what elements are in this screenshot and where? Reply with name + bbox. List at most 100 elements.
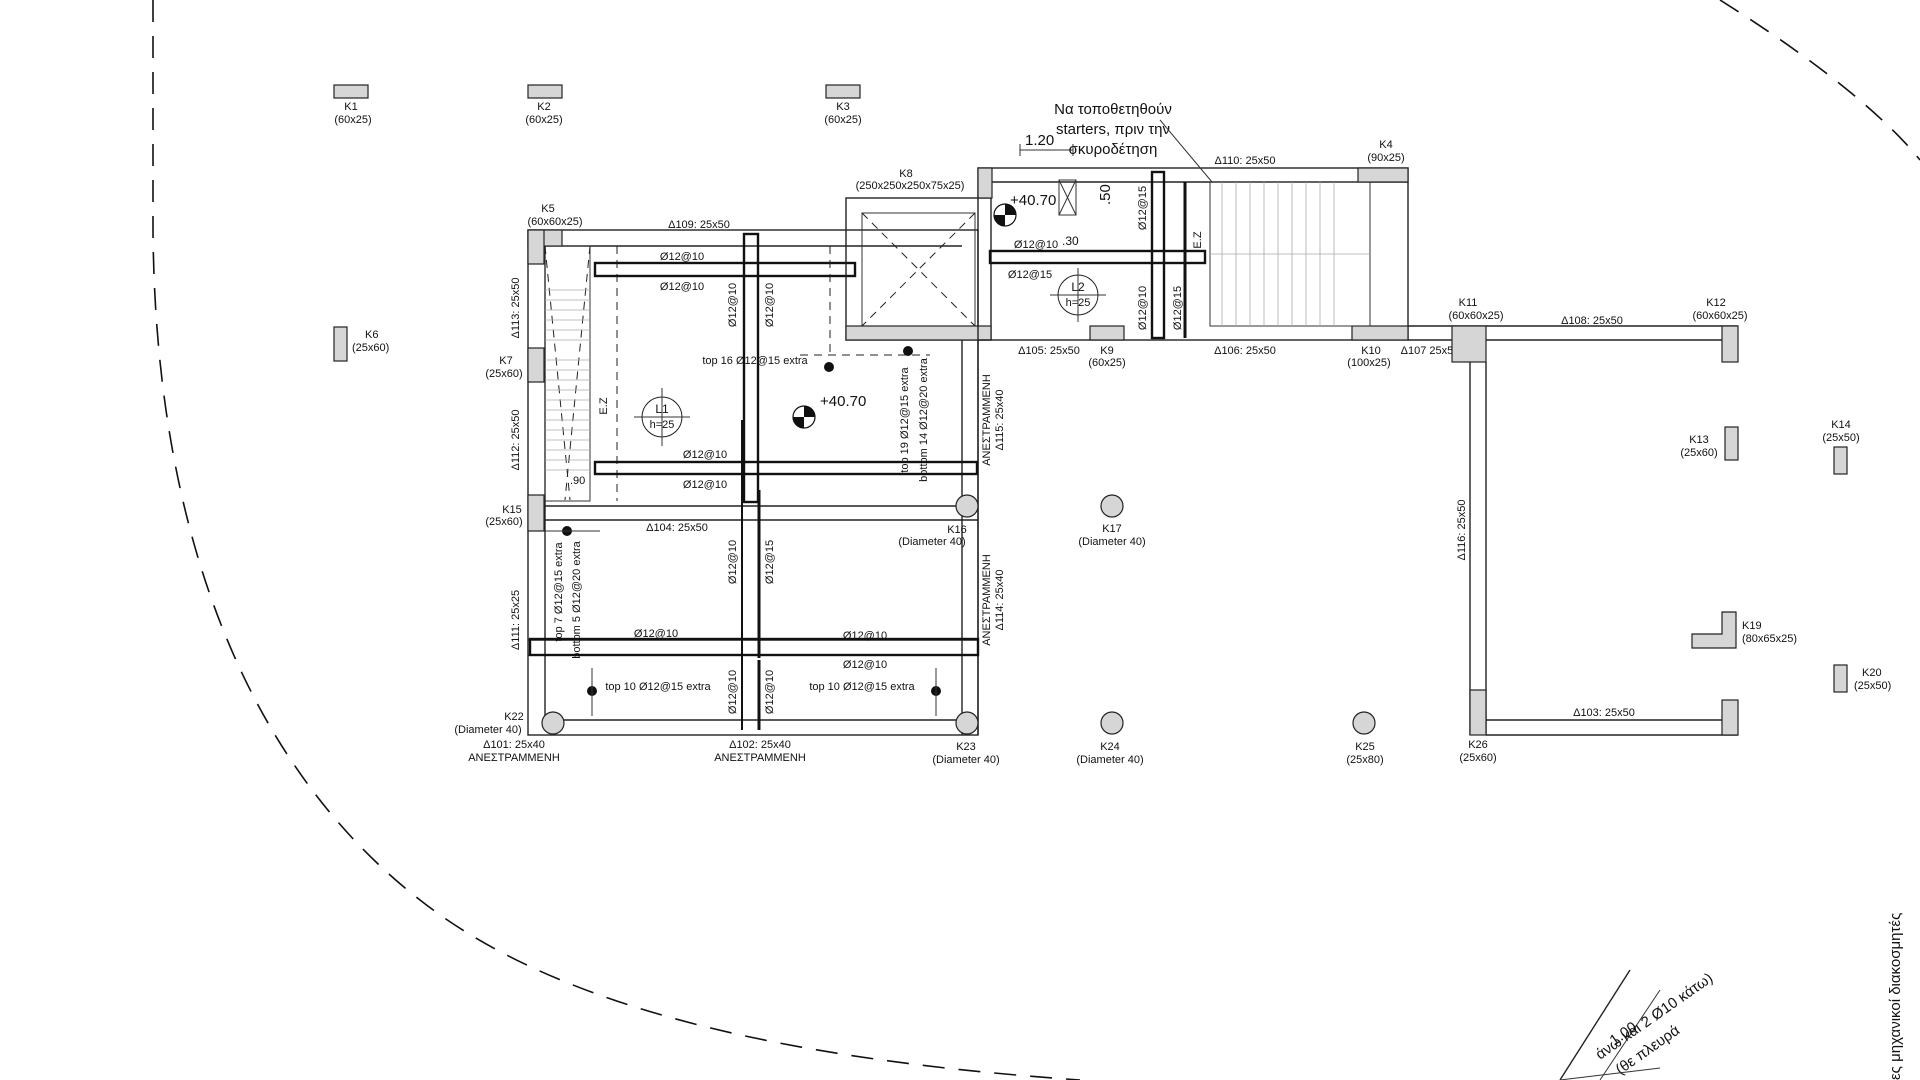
svg-text:Ø12@10: Ø12@10 [764, 670, 776, 714]
svg-text:Δ115: 25x40: Δ115: 25x40 [994, 390, 1006, 451]
svg-text:(Diameter 40): (Diameter 40) [898, 536, 965, 548]
svg-text:Δ105: 25x50: Δ105: 25x50 [1018, 345, 1080, 357]
corner-note: άνω και 2 Ø10 κάτω) (θε πλευρά 1.00 [1559, 969, 1716, 1080]
svg-text:Ø12@15: Ø12@15 [764, 540, 776, 584]
svg-text:ΑΝΕΣΤΡΑΜΜΕΝΗ: ΑΝΕΣΤΡΑΜΜΕΝΗ [468, 752, 560, 764]
column-k3[interactable]: K3 (60x25) [824, 84, 862, 126]
svg-text:(25x60): (25x60) [352, 342, 389, 354]
svg-text:(60x25): (60x25) [1088, 357, 1125, 369]
svg-text:+40.70: +40.70 [820, 393, 866, 410]
svg-text:K19: K19 [1742, 620, 1762, 632]
svg-text:Δ106: 25x50: Δ106: 25x50 [1214, 345, 1276, 357]
svg-text:Δ113: 25x50: Δ113: 25x50 [510, 278, 522, 339]
svg-text:Δ109: 25x50: Δ109: 25x50 [668, 219, 730, 231]
svg-text:bottom 14 Ø12@20 extra: bottom 14 Ø12@20 extra [918, 357, 930, 482]
svg-text:K1: K1 [344, 101, 357, 113]
column-k24[interactable]: K25 (25x80) [1346, 711, 1384, 766]
svg-text:(25x60): (25x60) [485, 368, 522, 380]
svg-text:(25x60): (25x60) [485, 516, 522, 528]
svg-text:K2: K2 [537, 101, 550, 113]
svg-text:Δ112: 25x50: Δ112: 25x50 [510, 410, 522, 471]
svg-text:(60x60x25): (60x60x25) [527, 216, 582, 228]
svg-text:starters, πριν την: starters, πριν την [1056, 121, 1170, 138]
svg-text:Δ108: 25x50: Δ108: 25x50 [1561, 315, 1623, 327]
svg-text:(250x250x250x75x25): (250x250x250x75x25) [856, 180, 965, 192]
svg-text:K7: K7 [499, 355, 512, 367]
svg-text:Ø12@10: Ø12@10 [727, 540, 739, 584]
svg-text:Ø12@10: Ø12@10 [683, 479, 727, 491]
svg-text:Ø12@10: Ø12@10 [843, 659, 887, 671]
svg-text:.30: .30 [1062, 234, 1079, 248]
starters-note: Να τοποθετηθούν starters, πριν την σκυρο… [1054, 101, 1213, 183]
svg-text:+40.70: +40.70 [1010, 192, 1056, 209]
svg-text:K4: K4 [1379, 139, 1392, 151]
svg-text:K24: K24 [1100, 741, 1120, 753]
svg-text:Ø12@10: Ø12@10 [1137, 286, 1149, 330]
svg-text:Δ116: 25x50: Δ116: 25x50 [1456, 500, 1468, 561]
svg-text:.50: .50 [1097, 184, 1114, 205]
svg-text:top 10 Ø12@15 extra: top 10 Ø12@15 extra [605, 681, 711, 693]
right-frame: K11 (60x60x25) Δ108: 25x50 K12 (60x60x25… [1408, 297, 1748, 764]
svg-text:Ø12@10: Ø12@10 [843, 630, 887, 642]
column-k23[interactable]: K24 (Diameter 40) [1076, 711, 1144, 766]
svg-text:Δ101: 25x40: Δ101: 25x40 [483, 739, 545, 751]
svg-text:L2: L2 [1071, 280, 1085, 294]
svg-text:K5: K5 [541, 203, 554, 215]
site-boundary-left [152, 0, 1081, 1080]
svg-text:Ø12@10: Ø12@10 [727, 283, 739, 327]
svg-text:ΑΝΕΣΤΡΑΜΜΕΝΗ: ΑΝΕΣΤΡΑΜΜΕΝΗ [981, 374, 993, 466]
svg-text:(80x65x25): (80x65x25) [1742, 633, 1797, 645]
svg-text:Ø12@15: Ø12@15 [1137, 186, 1149, 230]
svg-text:Ø12@15: Ø12@15 [1172, 286, 1184, 330]
column-k17[interactable]: K17 (Diameter 40) [1078, 494, 1146, 548]
svg-text:.90: .90 [570, 475, 585, 487]
side-note: ες μηχανικοί διακοσμητές [1887, 913, 1904, 1080]
svg-text:K25: K25 [1355, 741, 1375, 753]
svg-text:(90x25): (90x25) [1367, 152, 1404, 164]
column-k13[interactable]: K13 (25x60) [1680, 426, 1739, 461]
column-k19[interactable]: K17 K19 (80x65x25) [1691, 611, 1797, 649]
svg-text:top 19 Ø12@15 extra: top 19 Ø12@15 extra [899, 366, 911, 472]
column-k2[interactable]: K2 (60x25) [525, 84, 563, 126]
upper-right-block: 1.20 .50 .30 Δ110: 25x50 K4 (90x25) Δ105… [977, 132, 1460, 369]
svg-text:K23: K23 [956, 741, 976, 753]
svg-text:(25x80): (25x80) [1346, 754, 1383, 766]
column-k1[interactable]: K1 (60x25) [333, 84, 372, 126]
reinforcement-labels: Ø12@10 Ø12@10 Ø12@10 Ø12@10 Ø12@10 Ø12@1… [553, 251, 930, 714]
svg-text:(Diameter 40): (Diameter 40) [454, 724, 521, 736]
elevation-mark-left: +40.70 [792, 393, 866, 429]
svg-text:(60x60x25): (60x60x25) [1692, 310, 1747, 322]
svg-text:(Diameter 40): (Diameter 40) [932, 754, 999, 766]
column-k20[interactable]: K20 (25x50) [1833, 664, 1891, 693]
svg-text:K26: K26 [1468, 739, 1488, 751]
column-k22[interactable]: K23 (Diameter 40) [932, 711, 1000, 766]
svg-text:(25x50): (25x50) [1854, 680, 1891, 692]
column-k14[interactable]: K14 (25x50) [1822, 419, 1860, 475]
svg-text:E.Z: E.Z [598, 397, 610, 414]
column-k6[interactable]: K6 (25x60) [333, 326, 389, 362]
svg-text:Ø12@10: Ø12@10 [660, 251, 704, 263]
svg-text:L1: L1 [655, 402, 669, 416]
svg-text:(Diameter 40): (Diameter 40) [1078, 536, 1145, 548]
svg-text:(25x50): (25x50) [1822, 432, 1859, 444]
slab-l1[interactable]: L1 h=25 [634, 388, 690, 446]
svg-text:Ø12@10: Ø12@10 [764, 283, 776, 327]
svg-text:ΑΝΕΣΤΡΑΜΜΕΝΗ: ΑΝΕΣΤΡΑΜΜΕΝΗ [714, 752, 806, 764]
svg-text:(60x25): (60x25) [334, 114, 371, 126]
svg-text:Δ107 25x50: Δ107 25x50 [1401, 345, 1460, 357]
svg-text:top 16 Ø12@15 extra: top 16 Ø12@15 extra [702, 355, 808, 367]
svg-text:Δ111: 25x25: Δ111: 25x25 [510, 590, 522, 650]
slab-l2[interactable]: L2 h=25 [1050, 268, 1106, 322]
svg-text:Ø12@10: Ø12@10 [683, 449, 727, 461]
column-k16[interactable]: K16 (Diameter 40) [898, 494, 979, 548]
elevation-mark-right: +40.70 [993, 192, 1056, 227]
svg-text:(Diameter 40): (Diameter 40) [1076, 754, 1143, 766]
svg-text:Δ104: 25x50: Δ104: 25x50 [646, 522, 708, 534]
svg-text:(60x25): (60x25) [824, 114, 861, 126]
svg-text:Δ110: 25x50: Δ110: 25x50 [1215, 155, 1276, 167]
svg-text:K14: K14 [1831, 419, 1851, 431]
column-k21[interactable]: K22 (Diameter 40) [454, 711, 565, 736]
left-structure [527, 229, 980, 736]
elevator-core: K8 (250x250x250x75x25) [845, 168, 992, 341]
